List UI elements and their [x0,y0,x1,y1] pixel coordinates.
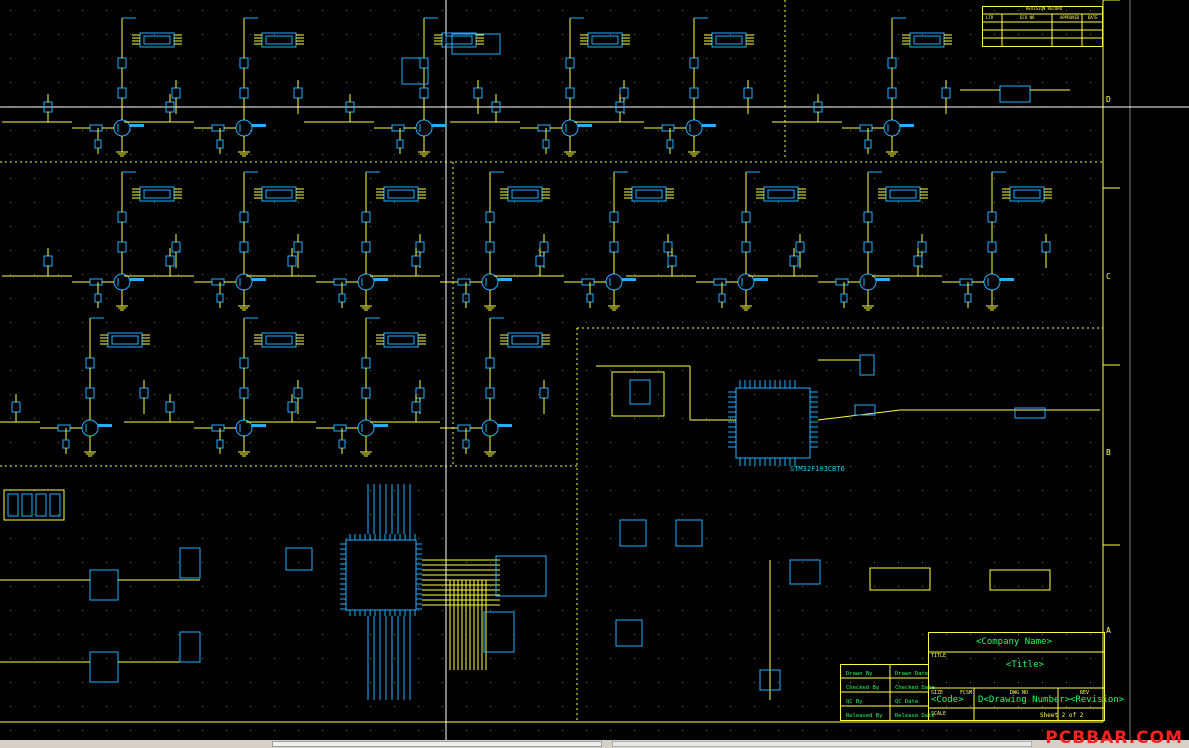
approval-grid [840,664,929,721]
title-block-frame [928,632,1105,721]
rev-label: REV [1080,690,1090,696]
qfp-ic [345,539,417,611]
drawing-title: <Title> [1006,660,1044,670]
connector-top-right [999,85,1031,103]
driver-cell [304,17,484,157]
qc-by: QC By [846,699,863,705]
regulator-u1 [89,569,119,601]
driver-cell [574,17,754,157]
mcu-part-label: STM32F103CBT6 [790,465,845,473]
dwg-label: DWG NO [1010,690,1029,696]
zone-label-d: D [1106,95,1111,104]
revision-title: REVISION RECORD [1026,6,1063,11]
zone-label-b: B [1106,448,1111,457]
sheet-number: Sheet 2 of 2 [1040,712,1084,719]
size-label: SIZE [931,690,944,696]
driver-cell [494,171,674,311]
crystal-area [611,371,665,417]
driver-cell [626,171,806,311]
driver-cell [2,17,182,157]
zone-label-a: A [1106,626,1111,635]
revision-field: <Revision> [1070,695,1125,705]
rev-col-eco: ECO NO [1020,15,1035,20]
rev-col-approved: APPROVED [1060,15,1080,20]
release-date: Release Date [895,713,935,719]
zone-label-c: C [1106,272,1111,281]
released-by: Released By [846,713,883,719]
code-field: <Code> [931,695,964,705]
fcsm-label: FCSM [960,690,973,696]
watermark-logo: PCBBAR.COM [1045,728,1183,748]
company-name: <Company Name> [976,637,1052,647]
driver-cell [124,171,304,311]
drawing-number-field: D<Drawing Number> [978,695,1071,705]
rev-col-ltr: LTR [986,15,994,20]
driver-cell [748,171,928,311]
driver-cell [2,171,182,311]
grid-dots [10,10,1091,731]
driver-cell [450,17,630,157]
mcu-body [735,387,811,459]
rev-col-date: DATE [1088,15,1098,20]
checked-by: Checked By [846,685,880,691]
regulator-u2 [89,651,119,683]
drawn-by: Drawn By [846,671,873,677]
scrollbar-track-segment[interactable] [612,741,1032,747]
title-label: TITLE [931,653,947,659]
driver-cell [872,171,1052,311]
driver-cell [370,317,550,457]
drawn-date: Drawn Date [895,671,929,677]
scale-label: SCALE [931,711,947,717]
driver-cell [772,17,952,157]
driver-cell [246,171,426,311]
qc-date: QC Date [895,699,919,705]
driver-cell [370,171,550,311]
checked-date: Checked Date [895,685,935,691]
driver-cell [0,317,150,457]
horizontal-scrollbar[interactable] [0,740,1189,748]
revision-grid [982,6,1103,47]
driver-cell [124,317,304,457]
driver-cell [124,17,304,157]
driver-cell [246,317,426,457]
scrollbar-thumb[interactable] [272,741,602,747]
